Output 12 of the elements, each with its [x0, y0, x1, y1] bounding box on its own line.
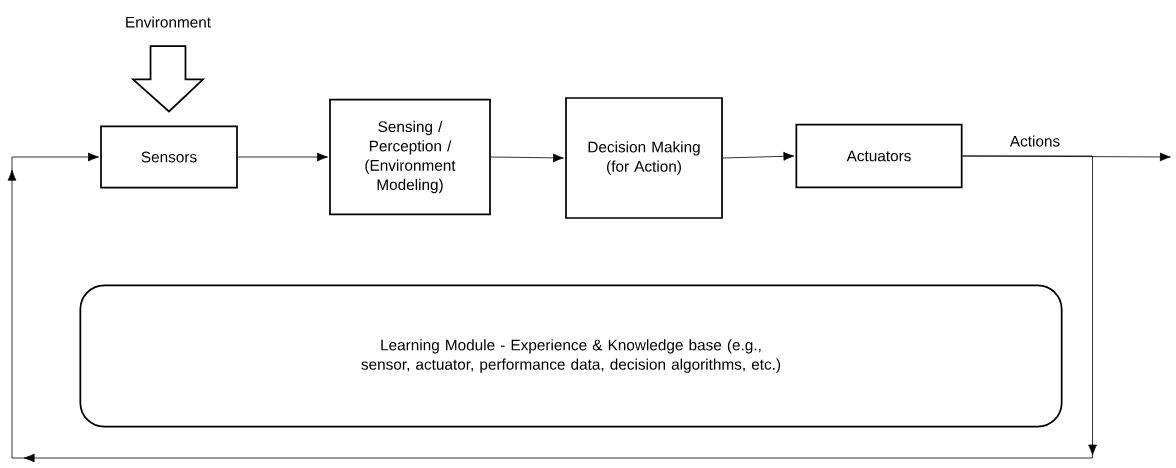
process-box: Sensing / Perception / (Environment Modeling) — [329, 98, 491, 216]
process-box: Actuators — [795, 123, 963, 189]
edge-label: Actions — [1008, 134, 1062, 148]
arrow — [7, 152, 1097, 463]
block-arrow — [130, 45, 206, 113]
environment-label: Environment — [126, 16, 211, 28]
process-box: Sensors — [100, 125, 238, 189]
arrow — [722, 151, 795, 161]
module-box: Learning Module - Experience & Knowledge base (e.g., sensor, actuator, performance data, decision algorithms, etc.) — [79, 284, 1063, 428]
process-box: Decision Making (for Action) — [565, 97, 723, 219]
arrow — [237, 152, 328, 162]
arrow — [490, 153, 564, 163]
